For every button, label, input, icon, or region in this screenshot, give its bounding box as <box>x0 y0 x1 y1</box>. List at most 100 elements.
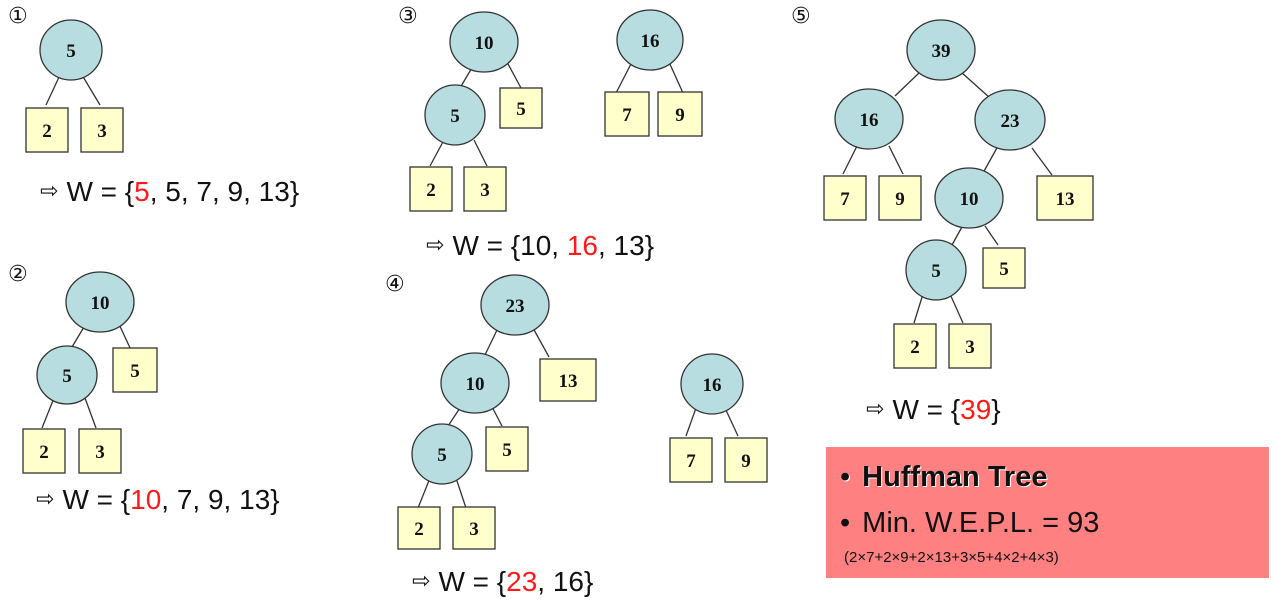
summary-box: •Huffman Tree •Min. W.E.P.L. = 93 (2×7+2… <box>826 447 1269 578</box>
step5-leaf-9-leaf <box>878 175 922 221</box>
step4-node-10-node <box>440 352 510 414</box>
step5-leaf-7-label: 7 <box>840 189 850 210</box>
summary-wepl: •Min. W.E.P.L. = 93 <box>840 507 1100 539</box>
step4-leaf-2-leaf <box>397 506 441 550</box>
step1-leaf-3-leaf <box>80 107 124 153</box>
summary-calculation: (2×7+2×9+2×13+3×5+4×2+4×3) <box>844 549 1059 566</box>
step4-leaf-2-label: 2 <box>414 519 424 540</box>
step5-leaf-2-label: 2 <box>910 337 920 358</box>
step5-node-16-label: 16 <box>860 110 879 131</box>
step-5-marker: ⑤ <box>791 4 811 29</box>
step1-root-node <box>39 19 103 81</box>
step5-node-10-node <box>934 167 1004 229</box>
step5-leaf-13-leaf <box>1036 175 1094 221</box>
step3-leaf-7-leaf <box>604 91 650 137</box>
step2-inner-5-node <box>36 345 98 405</box>
step5-node-23-label: 23 <box>1001 111 1020 132</box>
step-1-weights: ⇨W = {5, 5, 7, 9, 13} <box>40 176 300 207</box>
edge <box>685 407 697 437</box>
step1-root-label: 5 <box>66 41 76 62</box>
step3-root-16-node <box>616 9 684 71</box>
step-2-weights: ⇨W = {10, 7, 9, 13} <box>36 484 280 515</box>
step4-leaf-9-label: 9 <box>741 451 751 472</box>
step2-leaf-5-label: 5 <box>130 361 140 382</box>
step4-root-node <box>480 274 550 336</box>
step3-leaf-9-label: 9 <box>675 105 685 126</box>
step-4-marker: ④ <box>385 272 405 297</box>
edge <box>506 61 522 89</box>
step2-inner-5-label: 5 <box>62 366 72 387</box>
step5-leaf-9-label: 9 <box>895 189 905 210</box>
edge <box>71 326 85 348</box>
edge <box>949 293 964 324</box>
edge <box>84 397 97 429</box>
step2-leaf-3-label: 3 <box>95 442 105 463</box>
step5-node-10-label: 10 <box>960 189 979 210</box>
arrow-icon: ⇨ <box>36 487 55 512</box>
step1-leaf-2-leaf <box>25 107 69 153</box>
edge <box>483 327 499 358</box>
step5-node-23-node <box>974 89 1046 151</box>
step3-leaf-3-label: 3 <box>480 180 490 201</box>
step4-inner-5-node <box>411 423 473 485</box>
step4-leaf-3-leaf <box>452 506 496 550</box>
step3-leaf-9-leaf <box>657 91 703 137</box>
step5-leaf-3-label: 3 <box>965 337 975 358</box>
edge <box>951 224 964 246</box>
step2-leaf-2-label: 2 <box>39 442 49 463</box>
step3-leaf-2-label: 2 <box>426 180 436 201</box>
step4-root-label: 23 <box>506 296 525 317</box>
step-2-marker: ② <box>8 262 28 287</box>
edge <box>960 71 991 99</box>
step4-leaf-13-leaf <box>539 358 597 402</box>
step3-root-node <box>449 11 519 73</box>
step5-node-16-node <box>834 88 904 150</box>
step4-leaf-7-label: 7 <box>686 451 696 472</box>
arrow-icon: ⇨ <box>412 569 431 594</box>
step2-root-node <box>65 271 135 333</box>
step4-leaf-13-label: 13 <box>559 371 578 392</box>
step3-root-16-label: 16 <box>641 31 660 52</box>
step4-root-16-node <box>680 353 744 415</box>
step3-inner-5-node <box>424 84 486 146</box>
step-3-marker: ③ <box>398 4 418 29</box>
step5-leaf-13-label: 13 <box>1056 189 1075 210</box>
edge <box>429 139 445 167</box>
step5-inner-5-label: 5 <box>931 261 941 282</box>
edge <box>894 71 921 97</box>
arrow-icon: ⇨ <box>40 179 59 204</box>
step5-leaf-5-label: 5 <box>999 259 1009 280</box>
step-1-marker: ① <box>8 4 28 29</box>
arrow-icon: ⇨ <box>426 233 445 258</box>
step3-leaf-2-leaf <box>409 166 453 212</box>
step5-leaf-3-leaf <box>948 323 992 369</box>
step1-leaf-2-label: 2 <box>42 121 52 142</box>
step4-leaf-3-label: 3 <box>469 519 479 540</box>
step1-leaf-3-label: 3 <box>97 121 107 142</box>
edge <box>668 61 684 94</box>
step2-leaf-3-leaf <box>78 428 122 474</box>
step5-root-label: 39 <box>932 41 951 62</box>
edge <box>888 145 904 175</box>
edge <box>532 327 550 358</box>
edge <box>417 477 431 509</box>
arrow-icon: ⇨ <box>866 397 885 422</box>
edge <box>724 407 739 437</box>
step2-leaf-2-leaf <box>22 428 66 474</box>
step4-root-16-label: 16 <box>703 375 722 396</box>
edge <box>473 139 488 167</box>
step4-node-10-label: 10 <box>466 374 485 395</box>
step5-root-node <box>906 19 976 81</box>
edge <box>615 61 633 94</box>
step5-leaf-2-leaf <box>893 323 937 369</box>
step5-inner-5-node <box>905 239 967 301</box>
step4-leaf-7-leaf <box>669 437 713 483</box>
step-4-weights: ⇨W = {23, 16} <box>412 566 594 597</box>
step3-leaf-3-leaf <box>463 166 507 212</box>
step4-leaf-5-label: 5 <box>502 440 512 461</box>
step2-leaf-5-leaf <box>112 347 158 393</box>
edge <box>913 293 924 324</box>
step5-leaf-5-leaf <box>982 247 1026 289</box>
step4-leaf-9-leaf <box>724 437 768 483</box>
